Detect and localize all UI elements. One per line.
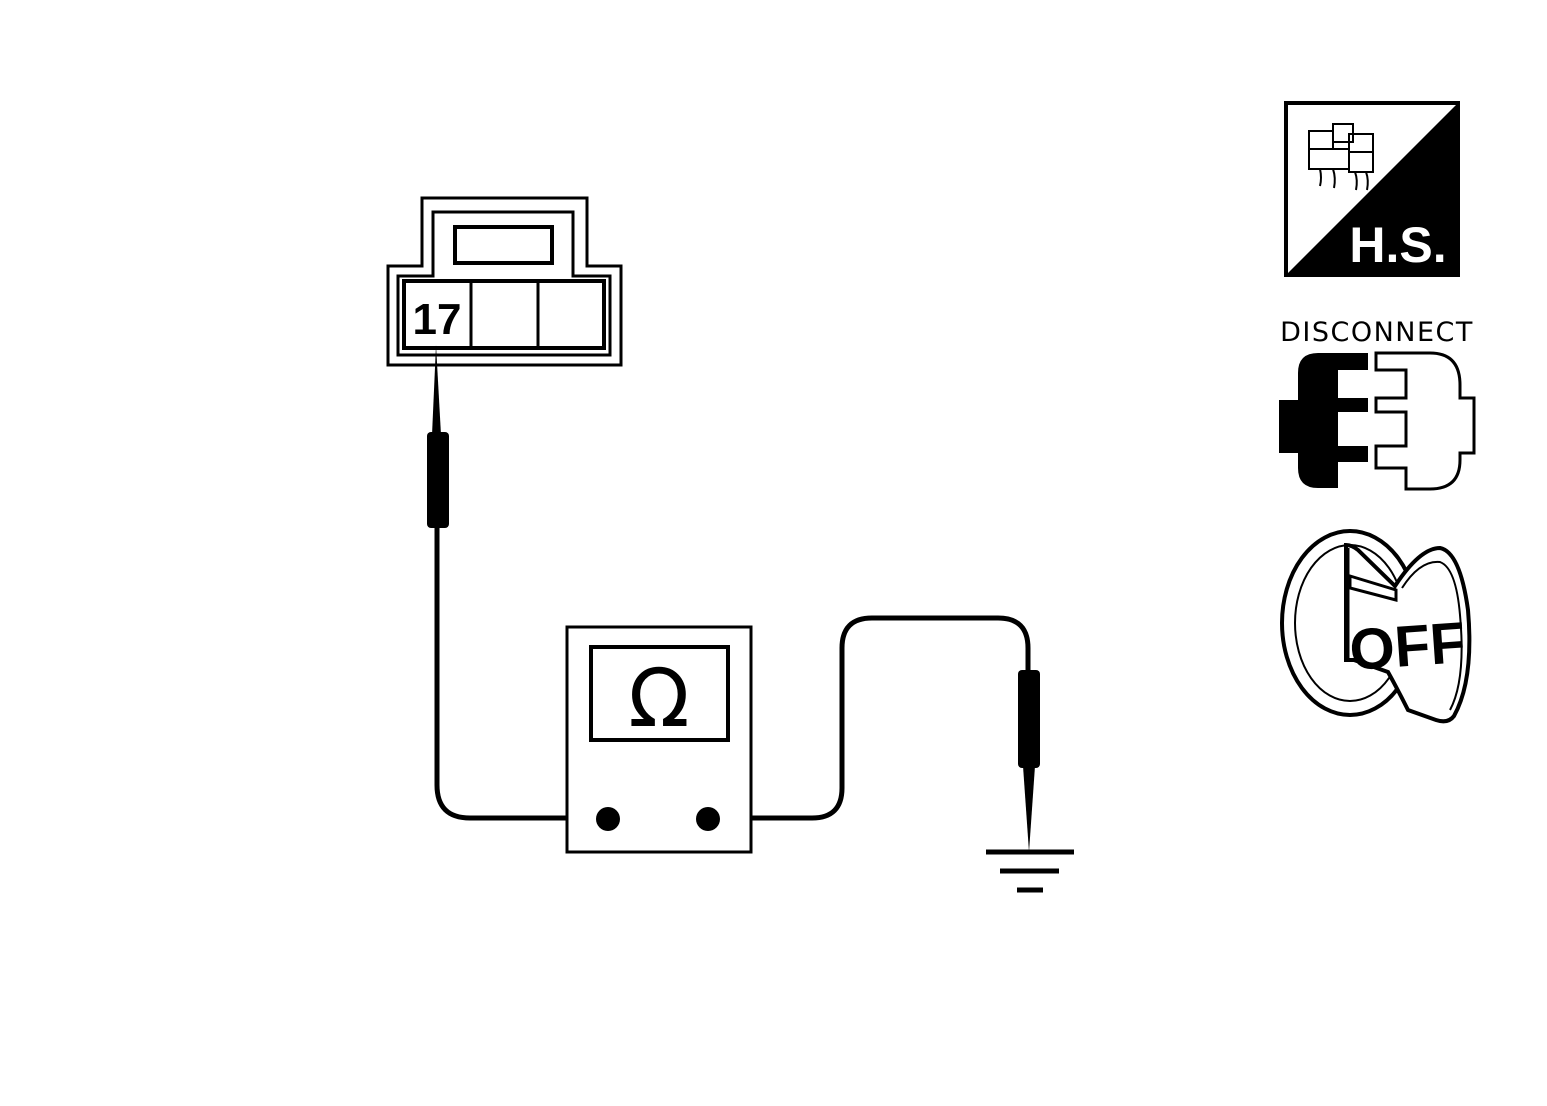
sketch-block bbox=[1348, 151, 1374, 173]
disconnect-icon: DISCONNECT bbox=[1279, 317, 1476, 491]
connector-latch bbox=[453, 225, 554, 265]
test-lead-left bbox=[434, 528, 608, 821]
ohm-symbol: Ω bbox=[628, 652, 689, 745]
sketch-wire bbox=[1332, 168, 1336, 189]
terminal-cavities bbox=[402, 279, 606, 350]
ohmmeter: Ω bbox=[565, 625, 753, 854]
connector-outline-inner bbox=[396, 210, 612, 357]
sketch-wire bbox=[1354, 171, 1358, 191]
probe-handle bbox=[1018, 670, 1040, 768]
probe-tip bbox=[1023, 766, 1035, 852]
harness-side-icon: H.S. bbox=[1284, 101, 1460, 277]
connector-half-black bbox=[1279, 353, 1368, 488]
key-head-edge bbox=[1401, 560, 1463, 711]
connector-half-white bbox=[1374, 351, 1476, 491]
sketch-wire bbox=[1365, 171, 1369, 191]
ground-symbol bbox=[986, 849, 1074, 893]
sketch-wire bbox=[1319, 168, 1322, 187]
key-head bbox=[1344, 542, 1472, 724]
terminal-number-label: 17 bbox=[413, 295, 462, 344]
key-blade bbox=[1348, 573, 1398, 602]
connector-sketch-icon bbox=[1308, 123, 1374, 191]
probe-tip bbox=[432, 345, 441, 435]
ohmmeter-terminal-left bbox=[596, 807, 620, 831]
ohmmeter-display bbox=[589, 645, 730, 742]
connector-outline-outer bbox=[386, 196, 623, 367]
test-probe-connector bbox=[427, 345, 449, 528]
ohmmeter-terminal-right bbox=[696, 807, 720, 831]
hs-icon-dark-half bbox=[1286, 103, 1458, 275]
test-lead-right bbox=[708, 615, 1031, 821]
harness-connector: 17 bbox=[386, 196, 623, 367]
ignition-off-label: OFF bbox=[1347, 610, 1467, 683]
ignition-key-off-icon: OFF bbox=[1280, 529, 1472, 724]
test-probe-ground bbox=[1018, 670, 1040, 852]
hs-label: H.S. bbox=[1349, 217, 1446, 273]
disconnect-label: DISCONNECT bbox=[1280, 317, 1474, 348]
probe-handle bbox=[427, 432, 449, 528]
